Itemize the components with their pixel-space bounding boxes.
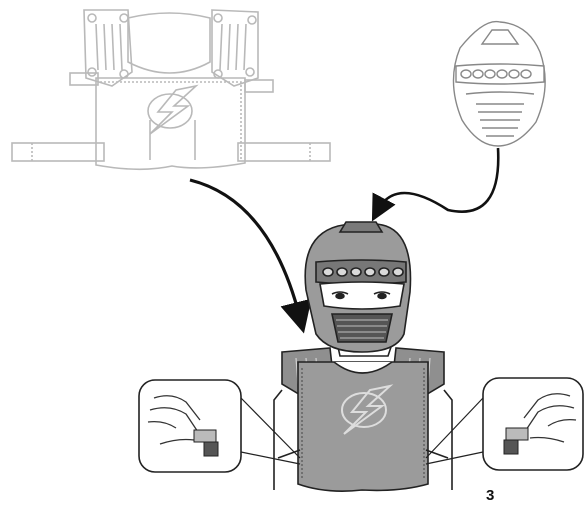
child-wearing-costume bbox=[273, 221, 453, 492]
arrow-vest-to-child bbox=[189, 178, 312, 334]
vest-outline-icon bbox=[11, 9, 331, 171]
strap-detail-right bbox=[425, 377, 584, 471]
strap-detail-left bbox=[138, 379, 301, 473]
page-number: 3 bbox=[486, 487, 495, 504]
arrow-helmet-to-child bbox=[371, 147, 500, 222]
helmet-outline-icon bbox=[452, 20, 546, 147]
